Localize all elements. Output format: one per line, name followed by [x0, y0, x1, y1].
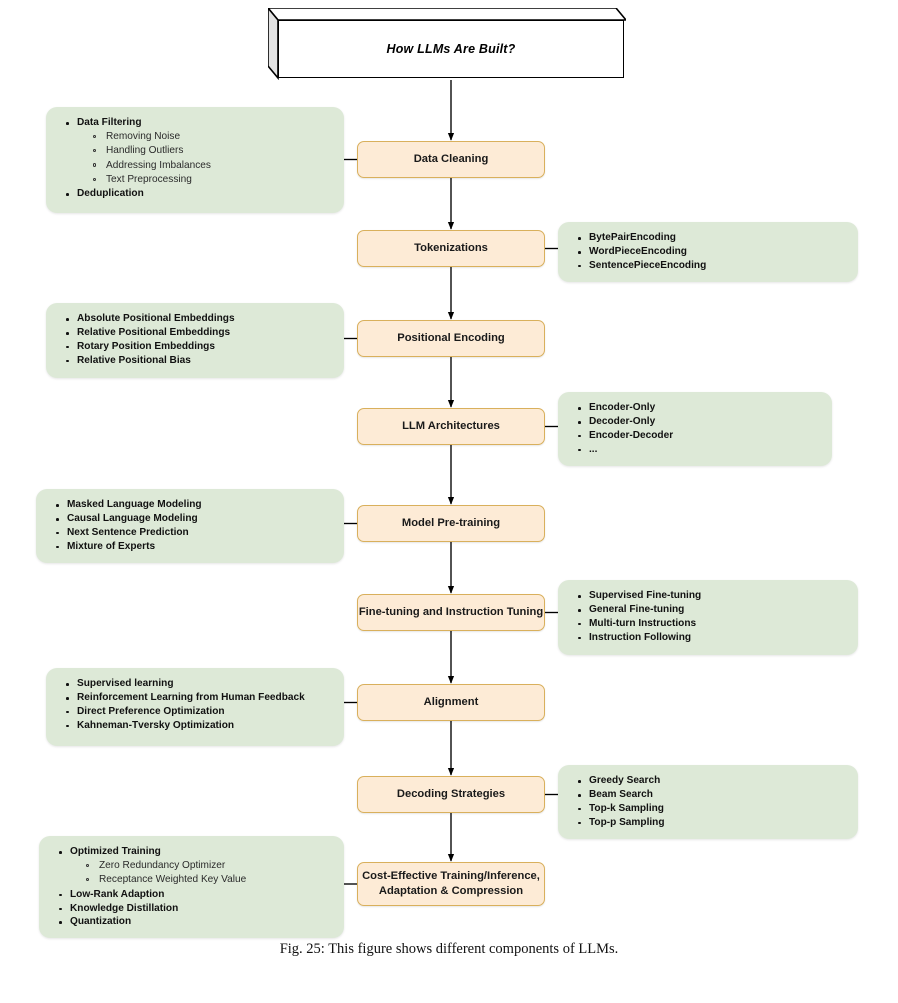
detail-item: Deduplication — [60, 187, 334, 201]
stage-node-tokenizations[interactable]: Tokenizations — [357, 230, 545, 267]
detail-item: Absolute Positional Embeddings — [60, 312, 334, 326]
detail-item: BytePairEncoding — [572, 231, 848, 245]
detail-item: Encoder-Decoder — [572, 429, 822, 443]
detail-item: Decoder-Only — [572, 415, 822, 429]
detail-item: Top-k Sampling — [572, 802, 848, 816]
stage-node-cost-effective-training[interactable]: Cost-Effective Training/Inference, Adapt… — [357, 862, 545, 906]
detail-item: WordPieceEncoding — [572, 245, 848, 259]
detail-item: Mixture of Experts — [50, 540, 334, 554]
detail-item: Zero Redundancy Optimizer — [53, 859, 334, 873]
title-face: How LLMs Are Built? — [278, 20, 624, 78]
detail-item: Next Sentence Prediction — [50, 526, 334, 540]
detail-item: Handling Outliers — [60, 144, 334, 158]
detail-item: Text Preprocessing — [60, 173, 334, 187]
detail-item: Relative Positional Bias — [60, 354, 334, 368]
detail-item: General Fine-tuning — [572, 603, 848, 617]
stage-node-decoding-strategies[interactable]: Decoding Strategies — [357, 776, 545, 813]
detail-item: Instruction Following — [572, 631, 848, 645]
stage-node-llm-architectures[interactable]: LLM Architectures — [357, 408, 545, 445]
figure-caption: Fig. 25: This figure shows different com… — [279, 941, 619, 957]
detail-item: Reinforcement Learning from Human Feedba… — [60, 691, 334, 705]
detail-item: Multi-turn Instructions — [572, 617, 848, 631]
detail-item: Optimized Training — [53, 845, 334, 859]
detail-item: Low-Rank Adaption — [53, 888, 334, 902]
detail-item: Encoder-Only — [572, 401, 822, 415]
detail-item: Receptance Weighted Key Value — [53, 873, 334, 887]
detail-item: Removing Noise — [60, 130, 334, 144]
title-box-3d-bevel — [268, 8, 626, 80]
detail-item: Quantization — [53, 915, 334, 929]
detail-item: Masked Language Modeling — [50, 498, 334, 512]
detail-item: Direct Preference Optimization — [60, 705, 334, 719]
stage-node-model-pre-training[interactable]: Model Pre-training — [357, 505, 545, 542]
detail-item: Supervised learning — [60, 677, 334, 691]
stage-node-fine-tuning-and-instruction-tuning[interactable]: Fine-tuning and Instruction Tuning — [357, 594, 545, 631]
detail-item: SentencePieceEncoding — [572, 259, 848, 273]
stage-node-data-cleaning[interactable]: Data Cleaning — [357, 141, 545, 178]
stage-node-positional-encoding[interactable]: Positional Encoding — [357, 320, 545, 357]
detail-item: Kahneman-Tversky Optimization — [60, 719, 334, 733]
diagram-title-box: How LLMs Are Built? — [268, 8, 626, 80]
detail-item: Data Filtering — [60, 116, 334, 130]
stage-node-alignment[interactable]: Alignment — [357, 684, 545, 721]
detail-item: Greedy Search — [572, 774, 848, 788]
detail-item: ... — [572, 443, 822, 457]
detail-item: Supervised Fine-tuning — [572, 589, 848, 603]
detail-item: Causal Language Modeling — [50, 512, 334, 526]
page-title: How LLMs Are Built? — [386, 42, 516, 56]
detail-item: Addressing Imbalances — [60, 159, 334, 173]
detail-item: Rotary Position Embeddings — [60, 340, 334, 354]
detail-item: Knowledge Distillation — [53, 902, 334, 916]
detail-item: Relative Positional Embeddings — [60, 326, 334, 340]
detail-item: Beam Search — [572, 788, 848, 802]
detail-item: Top-p Sampling — [572, 816, 848, 830]
